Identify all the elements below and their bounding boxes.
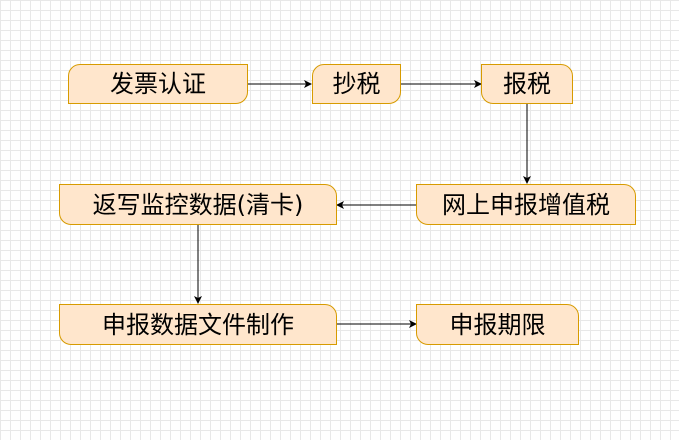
node-deadline[interactable]: 申报期限	[416, 304, 579, 345]
node-write-back[interactable]: 返写监控数据(清卡)	[59, 184, 337, 225]
node-online-vat[interactable]: 网上申报增值税	[416, 184, 636, 225]
node-copy-tax[interactable]: 抄税	[312, 64, 401, 104]
node-report-tax[interactable]: 报税	[481, 64, 573, 104]
node-invoice-auth[interactable]: 发票认证	[68, 64, 248, 104]
node-file-make[interactable]: 申报数据文件制作	[59, 304, 337, 345]
